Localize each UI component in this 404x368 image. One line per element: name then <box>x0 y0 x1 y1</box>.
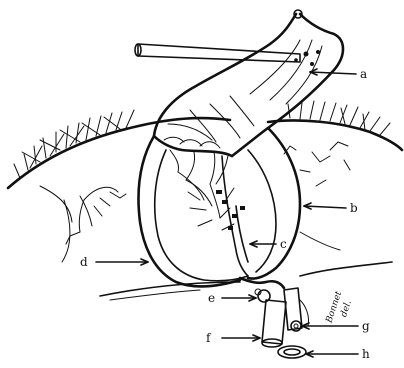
label-h: h <box>362 347 370 361</box>
leg-sketch <box>66 187 126 244</box>
vessel-network <box>154 136 248 276</box>
left-tubule <box>139 136 248 286</box>
label-a: a <box>360 67 367 81</box>
label-g: g <box>362 319 370 333</box>
label-b: b <box>350 201 358 215</box>
leader-arrows <box>96 69 358 357</box>
pin <box>135 44 300 62</box>
label-c: c <box>280 237 287 251</box>
dorsal-contour <box>8 101 402 262</box>
signature-suffix: del. <box>339 299 354 318</box>
signature: Bonnet del. <box>324 290 355 329</box>
base-organs <box>240 278 309 358</box>
label-e: e <box>208 291 215 305</box>
right-tubule <box>248 128 340 279</box>
upper-organ <box>154 10 343 156</box>
label-f: f <box>206 331 212 345</box>
label-d: d <box>80 255 88 269</box>
